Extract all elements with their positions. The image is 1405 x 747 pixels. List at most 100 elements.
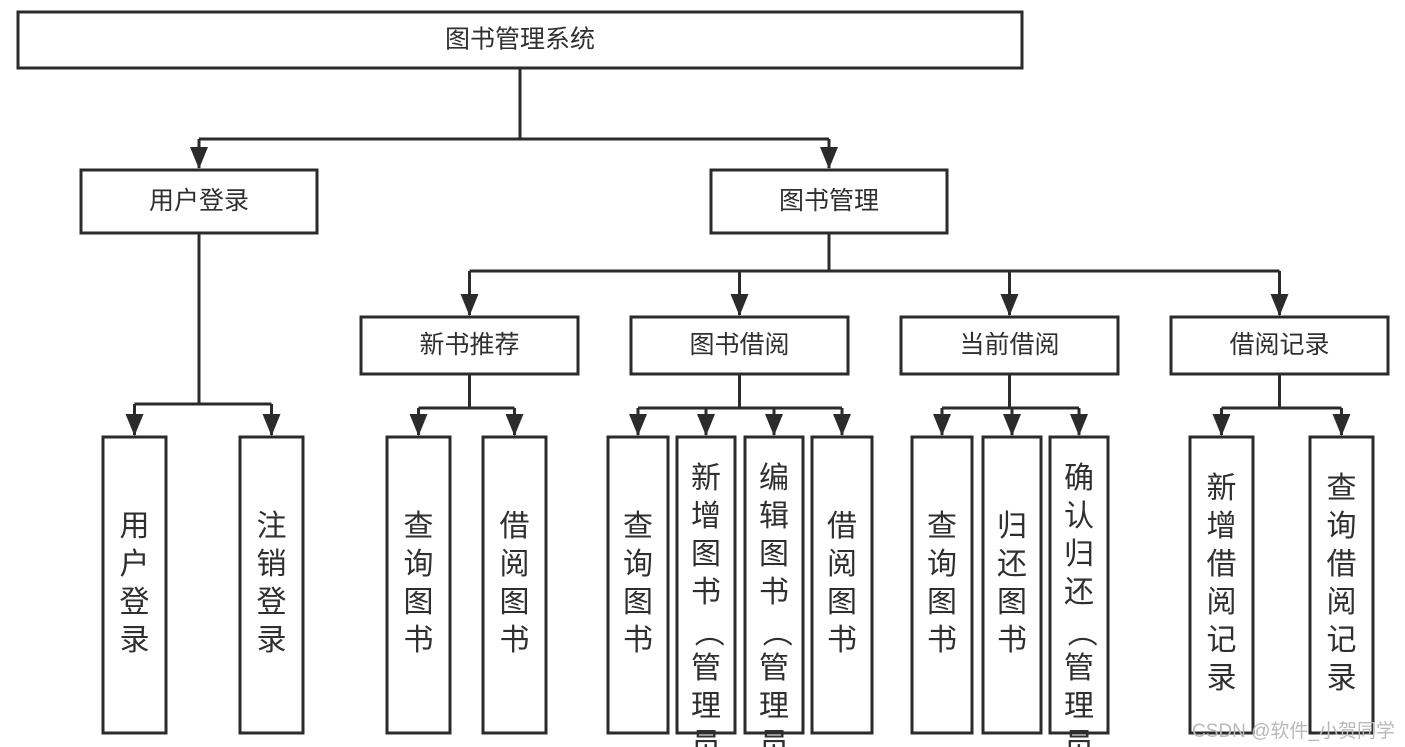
node-box[interactable]	[1048, 435, 1110, 735]
node-label-char: 阅	[827, 548, 857, 581]
node-label-char: 书	[927, 624, 957, 657]
node-box[interactable]	[481, 435, 548, 735]
nodes-layer: 图书管理系统用户登录图书管理新书推荐图书借阅当前借阅借阅记录用户登录注销登录查询…	[16, 10, 1390, 747]
node-label-char: 图	[827, 586, 857, 619]
node-label-char: 图	[404, 586, 434, 619]
node-box[interactable]	[675, 435, 737, 735]
node-label-char: （	[691, 617, 724, 647]
node-label-char: 销	[257, 548, 287, 581]
arrow-head	[629, 414, 647, 436]
node-label-char: 记	[1327, 624, 1357, 657]
node-label-char: 查	[1327, 472, 1357, 505]
node-label-char: 理	[759, 690, 789, 723]
node-用户登录[interactable]: 用户登录	[101, 435, 168, 735]
node-label-char: 员	[691, 728, 721, 747]
node-label-char: （	[759, 617, 792, 647]
node-label-char: 图	[927, 586, 957, 619]
node-label-char: 录	[120, 624, 150, 657]
node-box[interactable]	[810, 435, 874, 735]
node-label-char: 录	[1327, 662, 1357, 695]
node-label-char: 借	[1207, 548, 1237, 581]
node-借阅记录[interactable]: 借阅记录	[1169, 315, 1390, 376]
arrow-head	[765, 414, 783, 436]
node-box[interactable]	[101, 435, 168, 735]
node-box[interactable]	[606, 435, 670, 735]
node-box[interactable]	[1188, 435, 1255, 735]
arrow-head	[460, 294, 479, 316]
node-box[interactable]	[385, 435, 452, 735]
node-label-char: 询	[623, 548, 653, 581]
arrow-head	[1070, 414, 1088, 436]
node-label-char: 员	[759, 728, 789, 747]
node-label-char: 登	[120, 586, 150, 619]
node-label-char: 认	[1064, 500, 1094, 533]
node-图书管理系统[interactable]: 图书管理系统	[16, 10, 1024, 70]
arrow-head	[933, 414, 951, 436]
node-box[interactable]	[16, 10, 1024, 70]
node-label-char: 借	[827, 510, 857, 543]
arrow-head	[262, 414, 281, 436]
node-box[interactable]	[981, 435, 1043, 735]
node-box[interactable]	[910, 435, 974, 735]
arrow-head	[1212, 414, 1231, 436]
node-box[interactable]	[1308, 435, 1375, 735]
node-box[interactable]	[709, 168, 949, 235]
node-label-char: 辑	[759, 500, 789, 533]
node-图书借阅[interactable]: 图书借阅	[629, 315, 850, 376]
node-label-char: 借	[500, 510, 530, 543]
node-box[interactable]	[899, 315, 1120, 376]
node-新书推荐[interactable]: 新书推荐	[359, 315, 580, 376]
node-图书管理[interactable]: 图书管理	[709, 168, 949, 235]
node-box[interactable]	[629, 315, 850, 376]
arrow-head	[409, 414, 428, 436]
node-box[interactable]	[79, 168, 319, 235]
node-label-char: 询	[1327, 510, 1357, 543]
node-label-char: 阅	[1327, 586, 1357, 619]
arrow-head	[697, 414, 715, 436]
arrow-head	[1003, 414, 1021, 436]
node-label-char: 增	[691, 500, 721, 533]
arrow-head	[1332, 414, 1351, 436]
arrow-head	[1270, 294, 1289, 316]
node-label-char: 编	[759, 462, 789, 495]
node-label-char: 录	[257, 624, 287, 657]
node-当前借阅[interactable]: 当前借阅	[899, 315, 1120, 376]
node-label-char: 阅	[1207, 586, 1237, 619]
node-label: 当前借阅	[959, 331, 1059, 359]
node-box[interactable]	[743, 435, 805, 735]
node-label-char: 新	[1207, 472, 1237, 505]
node-box[interactable]	[359, 315, 580, 376]
node-label-char: 用	[120, 510, 150, 543]
node-label-char: （	[1064, 617, 1097, 647]
node-box[interactable]	[1169, 315, 1390, 376]
node-label-char: 书	[759, 576, 789, 609]
arrow-head	[125, 414, 144, 436]
node-label-char: 管	[691, 652, 721, 685]
node-label-char: 录	[1207, 662, 1237, 695]
node-label-char: 阅	[500, 548, 530, 581]
node-label-char: 员	[1064, 728, 1094, 747]
node-label-char: 询	[927, 548, 957, 581]
node-box[interactable]	[238, 435, 305, 735]
node-label-char: 书	[997, 624, 1027, 657]
node-label-char: 图	[759, 538, 789, 571]
node-label-char: 管	[759, 652, 789, 685]
node-label-char: 图	[500, 586, 530, 619]
arrow-head	[833, 414, 851, 436]
node-用户登录[interactable]: 用户登录	[79, 168, 319, 235]
arrow-head	[730, 294, 749, 316]
